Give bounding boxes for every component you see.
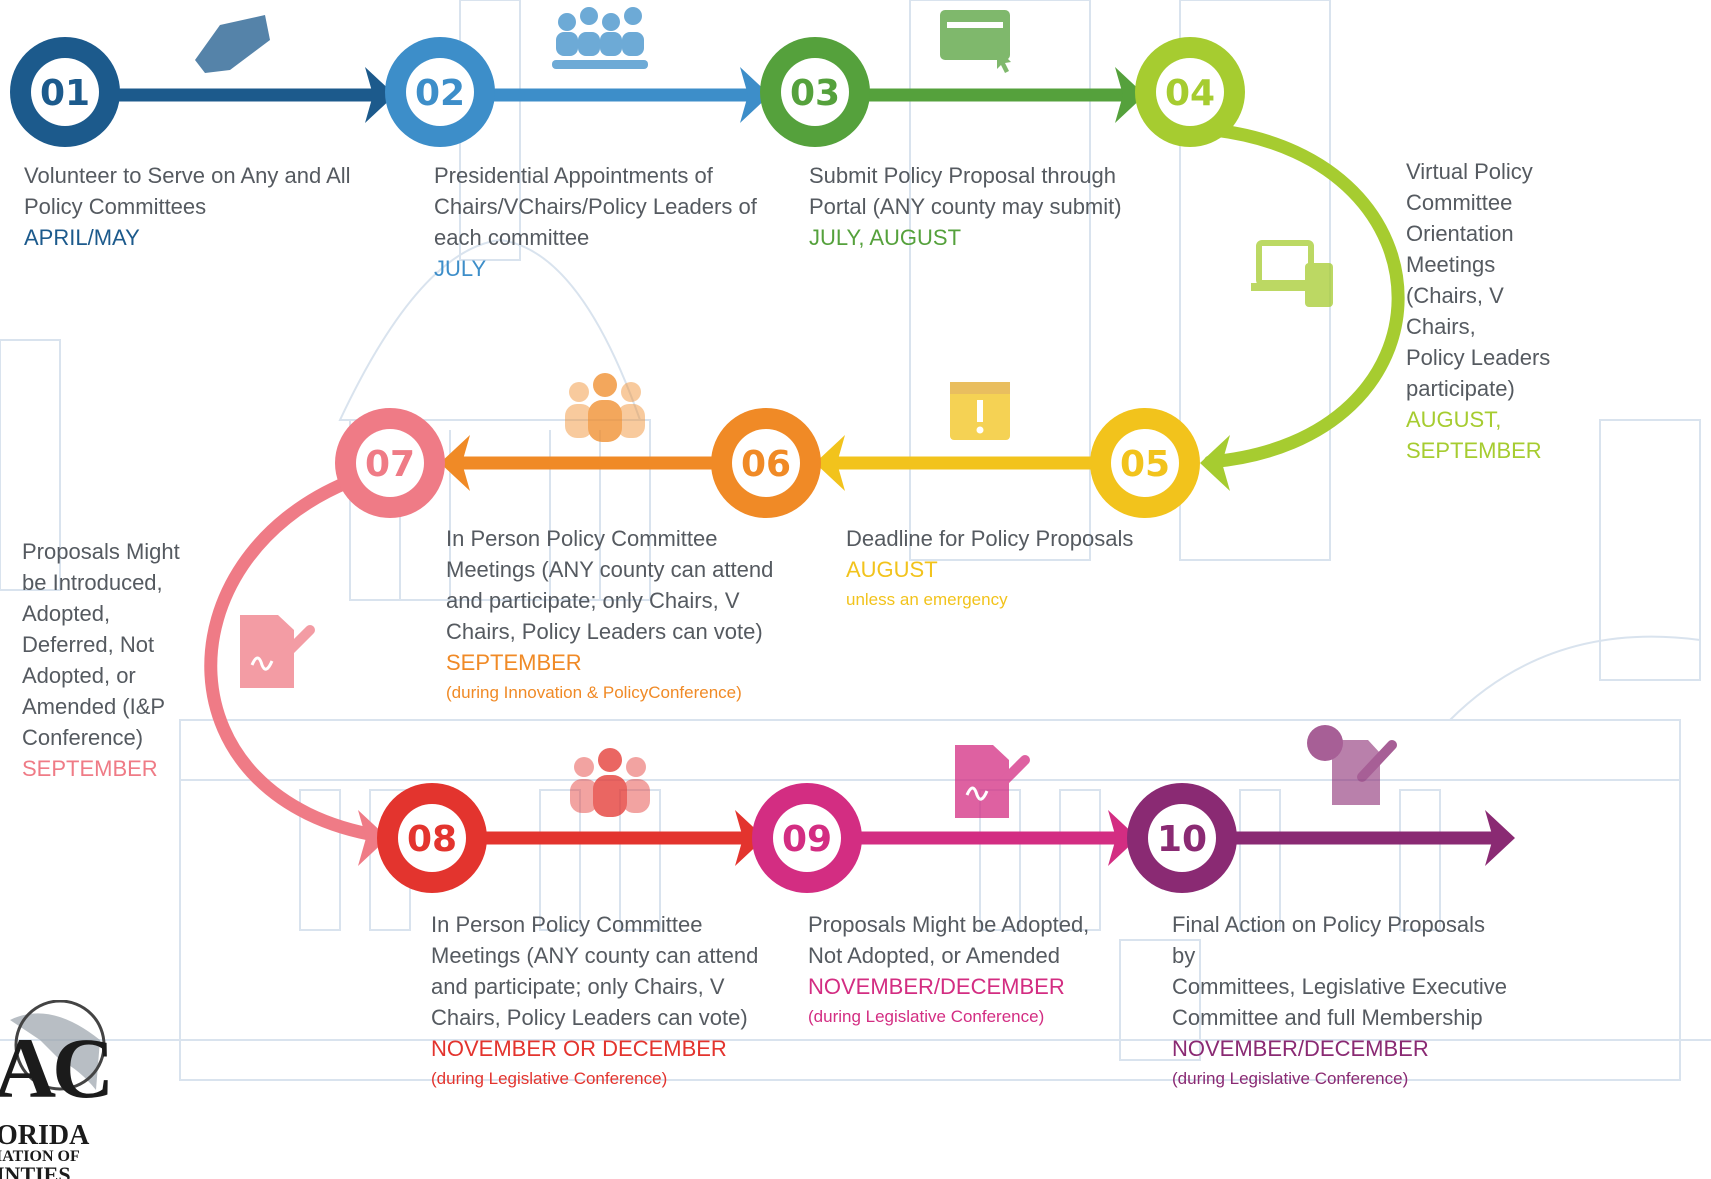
step-number-09: 09 (782, 819, 832, 860)
step-text-04: Virtual Policy Committee Orientation Mee… (1406, 156, 1576, 466)
handshake-icon (195, 15, 270, 73)
step-node-08: 08 (377, 783, 487, 893)
logo-line-3: INTIES (0, 1162, 71, 1179)
step-number-02: 02 (415, 73, 465, 114)
step-node-06: 06 (711, 408, 821, 518)
connector-05-06-arrowhead (815, 435, 845, 491)
step-text-09: Proposals Might be Adopted, Not Adopted,… (808, 909, 1128, 1032)
connector-10-end-arrowhead (1485, 810, 1515, 866)
step-description: Deadline for Policy Proposals (846, 526, 1134, 551)
connector-06-07-arrowhead (440, 435, 470, 491)
calendar-alert-icon (950, 382, 1010, 440)
logo-line-2: IATION OF (0, 1148, 80, 1165)
group-icon (565, 373, 645, 442)
step-text-08: In Person Policy Committee Meetings (ANY… (431, 909, 771, 1094)
logo-letters: AC (0, 1020, 110, 1116)
step-number-01: 01 (40, 73, 90, 114)
step-number-06: 06 (741, 444, 791, 485)
step-description: In Person Policy Committee Meetings (ANY… (431, 912, 759, 1030)
step-description: In Person Policy Committee Meetings (ANY… (446, 526, 774, 644)
connector-03-04-arrowhead (1115, 67, 1145, 123)
florida-map-icon (10, 1000, 106, 1091)
step-timing: SEPTEMBER (22, 756, 158, 781)
signed-document-icon (240, 615, 315, 688)
logo-line-1: ORIDA (0, 1120, 90, 1151)
devices-icon (1251, 240, 1333, 307)
step-timing: NOVEMBER OR DECEMBER (431, 1036, 727, 1061)
logo: AC ORIDA IATION OF INTIES (0, 1000, 110, 1179)
connector-09-10-arrowhead (1108, 810, 1138, 866)
step-node-01: 01 (10, 37, 120, 147)
step-node-09: 09 (752, 783, 862, 893)
group-icon (570, 748, 650, 817)
step-timing: NOVEMBER/DECEMBER (808, 974, 1065, 999)
step-text-07: Proposals Might be Introduced, Adopted, … (22, 536, 192, 784)
step-text-02: Presidential Appointments of Chairs/VCha… (434, 160, 774, 284)
connector-02-03-arrowhead (740, 67, 770, 123)
step-timing: SEPTEMBER (446, 650, 582, 675)
step-timing: JULY, AUGUST (809, 225, 962, 250)
step-number-04: 04 (1165, 73, 1215, 114)
signed-document-icon (955, 745, 1030, 818)
step-description: Volunteer to Serve on Any and All Policy… (24, 163, 351, 219)
step-note: (during Legislative Conference) (1172, 1069, 1409, 1088)
step-number-07: 07 (365, 444, 415, 485)
step-node-05: 05 (1090, 408, 1200, 518)
step-description: Final Action on Policy Proposals by Comm… (1172, 912, 1508, 1030)
step-description: Proposals Might be Adopted, Not Adopted,… (808, 912, 1090, 968)
step-description: Virtual Policy Committee Orientation Mee… (1406, 159, 1551, 401)
connector-07-08 (204, 475, 387, 843)
step-number-08: 08 (407, 819, 457, 860)
connector-04-05-arrowhead (1200, 435, 1230, 491)
step-node-02: 02 (385, 37, 495, 147)
step-note: (during Innovation & PolicyConference) (446, 683, 742, 702)
step-description: Submit Policy Proposal through Portal (A… (809, 163, 1122, 219)
connector-07-08-arrowhead (358, 810, 388, 866)
step-text-01: Volunteer to Serve on Any and All Policy… (24, 160, 384, 253)
step-number-05: 05 (1120, 444, 1170, 485)
step-note: (during Legislative Conference) (808, 1007, 1045, 1026)
step-node-07: 07 (335, 408, 445, 518)
step-timing: AUGUST, SEPTEMBER (1406, 407, 1542, 463)
step-timing: AUGUST (846, 557, 938, 582)
step-description: Presidential Appointments of Chairs/VCha… (434, 163, 757, 250)
connector-01-02-arrowhead (365, 67, 395, 123)
step-note: (during Legislative Conference) (431, 1069, 668, 1088)
step-text-03: Submit Policy Proposal through Portal (A… (809, 160, 1139, 253)
step-number-10: 10 (1157, 819, 1207, 860)
step-number-03: 03 (790, 73, 840, 114)
step-description: Proposals Might be Introduced, Adopted, … (22, 539, 180, 750)
step-node-04: 04 (1135, 37, 1245, 147)
step-text-10: Final Action on Policy Proposals by Comm… (1172, 909, 1512, 1094)
step-node-03: 03 (760, 37, 870, 147)
step-note: unless an emergency (846, 590, 1008, 609)
certificate-sign-icon (1307, 725, 1397, 805)
step-text-06: In Person Policy Committee Meetings (ANY… (446, 523, 786, 708)
connector-04-05 (1203, 123, 1405, 469)
step-timing: NOVEMBER/DECEMBER (1172, 1036, 1429, 1061)
step-timing: JULY (434, 256, 487, 281)
meeting-table-icon (552, 7, 648, 69)
step-timing: APRIL/MAY (24, 225, 140, 250)
step-node-10: 10 (1127, 783, 1237, 893)
web-portal-icon (940, 10, 1011, 73)
connector-08-09-arrowhead (735, 810, 765, 866)
